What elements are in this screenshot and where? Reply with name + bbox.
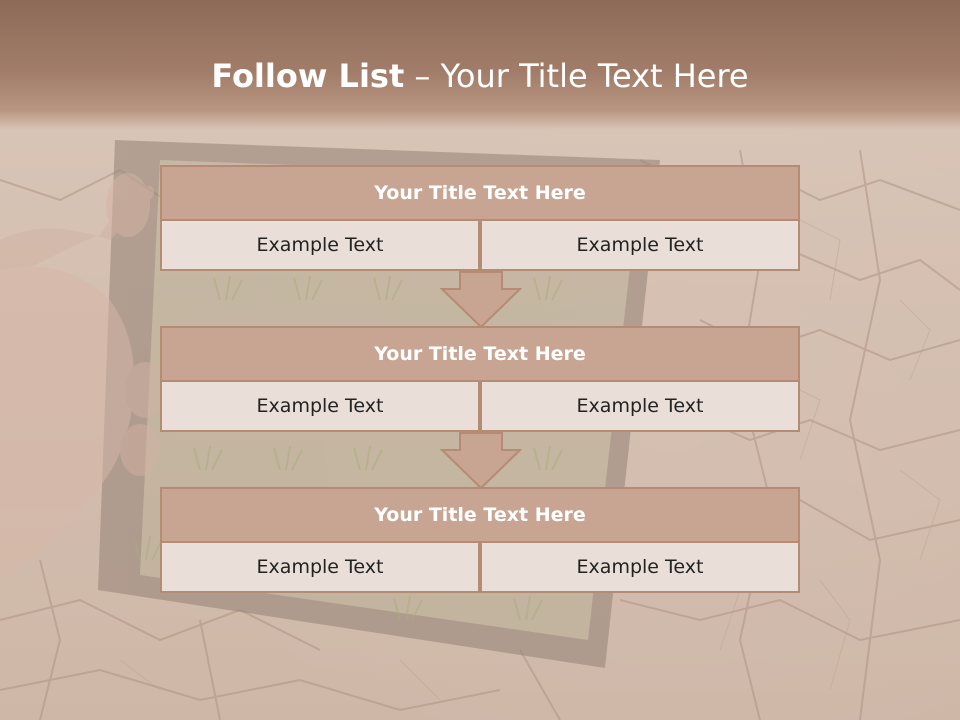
step-row: Example Text Example Text [160,221,800,271]
header-band [0,0,960,130]
step-cell-left: Example Text [160,382,480,432]
hand-shape [0,173,165,580]
down-arrow-icon [440,271,522,329]
step-cell-right: Example Text [480,382,800,432]
step-cell-left: Example Text [160,543,480,593]
title-bold: Follow List [211,57,405,95]
slide-title: Follow List – Your Title Text Here [0,52,960,100]
down-arrow-icon [440,432,522,490]
title-rest: – Your Title Text Here [414,57,749,95]
step-cell-left: Example Text [160,221,480,271]
step-title: Your Title Text Here [160,326,800,382]
step-title: Your Title Text Here [160,487,800,543]
step-cell-right: Example Text [480,543,800,593]
step-block-1: Your Title Text Here Example Text Exampl… [160,165,800,271]
step-cell-right: Example Text [480,221,800,271]
step-block-2: Your Title Text Here Example Text Exampl… [160,326,800,432]
step-row: Example Text Example Text [160,382,800,432]
step-row: Example Text Example Text [160,543,800,593]
step-title: Your Title Text Here [160,165,800,221]
step-block-3: Your Title Text Here Example Text Exampl… [160,487,800,593]
